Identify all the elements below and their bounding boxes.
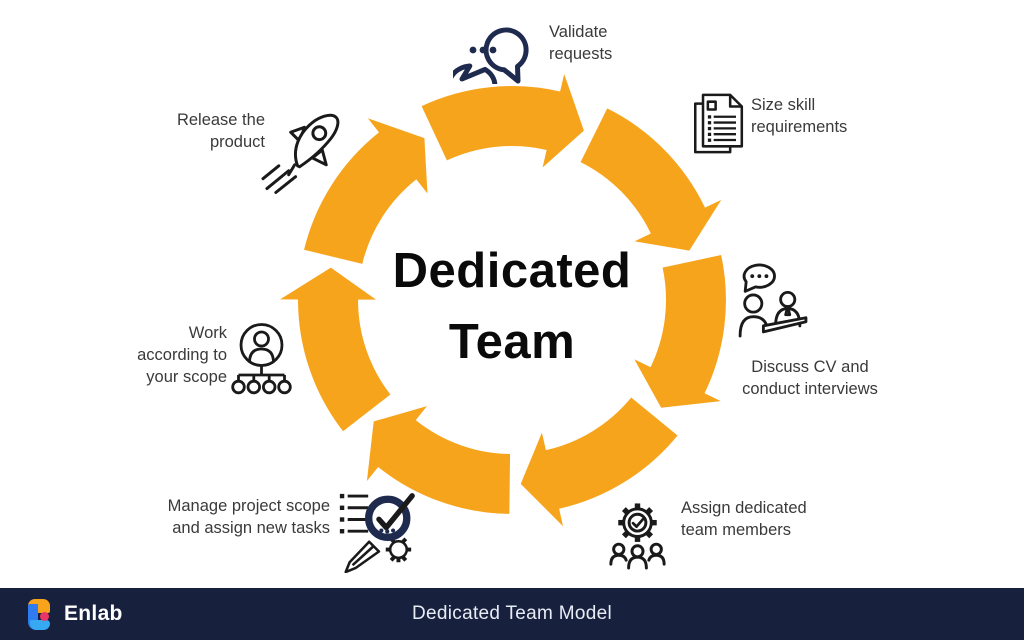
org-chart-icon (231, 323, 292, 395)
footer-bar: Dedicated Team Model Enlab (0, 588, 1024, 640)
logo-blue-shape (28, 603, 38, 630)
documents-icon (693, 93, 744, 154)
enlab-logo-icon (28, 598, 55, 630)
interview-icon (738, 263, 808, 338)
team-gear-icon (609, 503, 666, 570)
diagram-title: Dedicated Team (0, 236, 1024, 378)
step-release-product-label: Release the product (176, 111, 265, 151)
diagram-title-line2: Team (448, 315, 576, 369)
step-manage-scope-label: Manage project scope and assign new task… (167, 497, 330, 537)
brand-logo: Enlab (28, 588, 123, 640)
logo-cyan-shape (30, 619, 50, 630)
diagram-title-line1: Dedicated (392, 244, 632, 298)
footer-caption: Dedicated Team Model (412, 603, 612, 624)
step-discuss-cv-label: Discuss CV and conduct interviews (742, 358, 878, 398)
brand-name: Enlab (64, 602, 123, 625)
step-work-scope-label: Work according to your scope (137, 324, 227, 386)
task-review-icon (339, 493, 415, 573)
step-validate-requests-label: Validate requests (549, 23, 613, 63)
step-assign-team-label: Assign dedicated team members (681, 499, 807, 539)
step-size-skill-label: Size skill requirements (751, 96, 848, 136)
rocket-icon (261, 113, 340, 194)
chat-bubbles-icon (453, 27, 529, 84)
logo-pink-dot (40, 611, 49, 621)
